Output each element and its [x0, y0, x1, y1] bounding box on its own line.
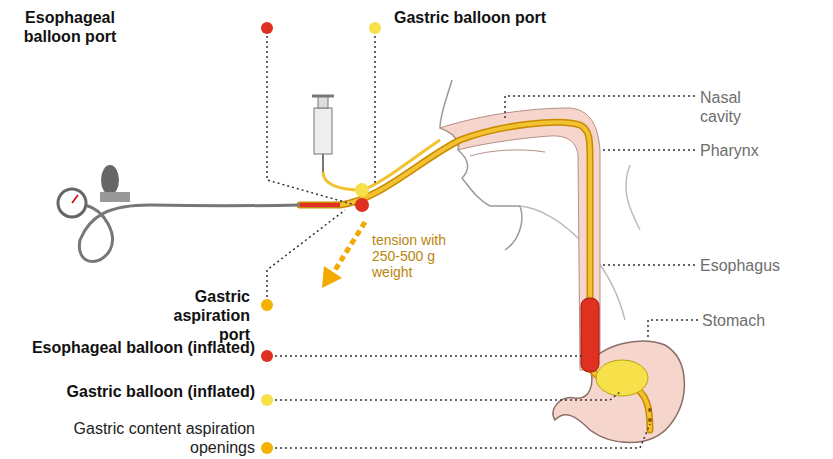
part-label: Gastric aspiration port [150, 287, 250, 344]
bulb [101, 165, 119, 195]
palate [470, 150, 545, 156]
ear-line [626, 165, 640, 230]
part-label: Gastric content aspiration openings [5, 419, 255, 457]
syringe [314, 108, 332, 154]
tube-inner [300, 122, 650, 430]
anatomy-label: Pharynx [700, 141, 800, 160]
esophageal-balloon [581, 298, 599, 372]
tension-note: tension with 250-500 g weight [372, 232, 452, 280]
manometer-hose [79, 205, 300, 261]
anatomy-label: Stomach [702, 311, 802, 330]
gastric-lumen [362, 140, 440, 190]
airway [440, 108, 600, 370]
anatomy-label: Esophagus [700, 256, 810, 275]
face-profile [440, 80, 522, 250]
neck-line [520, 206, 625, 320]
manometer [58, 189, 86, 217]
tube-outer [300, 122, 650, 430]
gastric-port [355, 183, 369, 197]
gastric-balloon [596, 360, 648, 396]
stomach-outline [553, 341, 684, 442]
port-label: Esophageal balloon port [0, 8, 140, 46]
anatomy-label: Nasal cavity [700, 88, 770, 126]
esophageal-port [355, 198, 369, 212]
part-label: Esophageal balloon (inflated) [5, 338, 255, 357]
part-label: Gastric balloon (inflated) [5, 382, 255, 401]
port-label: Gastric balloon port [390, 8, 550, 27]
